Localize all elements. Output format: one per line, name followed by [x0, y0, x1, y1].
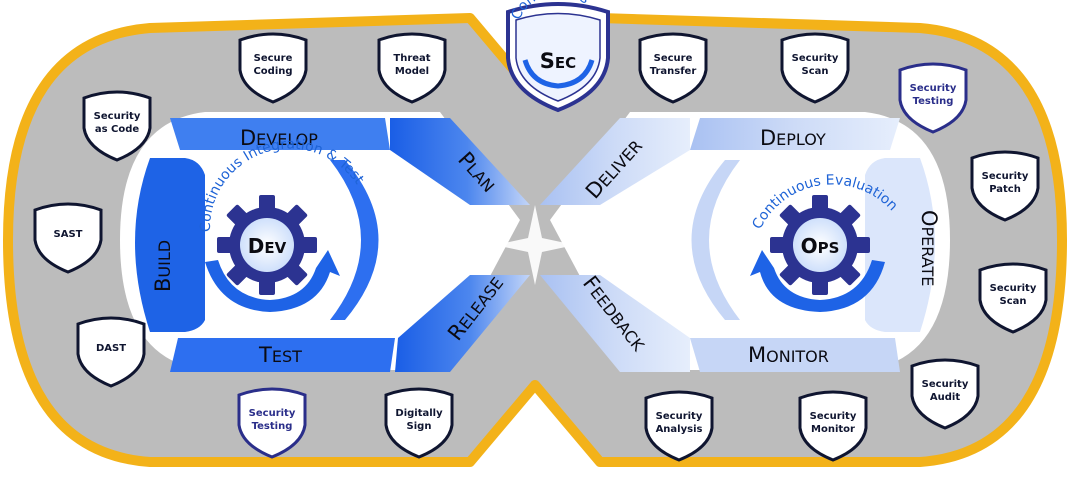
- deploy-segment: [690, 118, 900, 150]
- sec-badge: Continuous SEC: [506, 0, 610, 113]
- build-segment: [135, 158, 205, 332]
- feedback-segment: [540, 275, 690, 372]
- ops-gear-label: OPS: [801, 234, 840, 258]
- phase-develop: DEVELOP: [240, 126, 318, 150]
- test-segment: [170, 338, 395, 372]
- dev-gear-label: DEV: [248, 234, 287, 258]
- phase-monitor: MONITOR: [748, 343, 829, 367]
- plan-segment: [390, 118, 530, 205]
- operate-segment: [865, 158, 935, 332]
- deliver-segment: [540, 118, 690, 205]
- shield-sast: SAST: [33, 202, 103, 274]
- svg-text:SAST: SAST: [54, 229, 83, 240]
- dev-arrow-arc: [330, 160, 379, 320]
- phase-deploy: DEPLOY: [760, 126, 826, 150]
- dev-gear-icon: [217, 195, 317, 295]
- ops-arrow-arc: [691, 160, 740, 320]
- svg-text:DAST: DAST: [96, 343, 126, 354]
- sec-arrow-icon: [522, 59, 595, 89]
- shield-dast: DAST: [76, 316, 146, 388]
- phase-build: BUILD: [151, 240, 175, 292]
- phase-test: TEST: [258, 343, 302, 367]
- dev-loop: [135, 118, 530, 372]
- sec-label: SEC: [540, 49, 576, 73]
- ops-loop: [540, 118, 935, 372]
- release-segment: [395, 275, 530, 372]
- monitor-segment: [690, 338, 900, 372]
- dev-cycle-arrow-icon: [205, 250, 340, 312]
- center-star-icon: [495, 205, 575, 285]
- ops-gear-icon: [770, 195, 870, 295]
- ops-cycle-arrow-icon: [750, 250, 885, 312]
- phase-operate: OPERATE: [917, 210, 941, 286]
- develop-segment: [170, 118, 390, 150]
